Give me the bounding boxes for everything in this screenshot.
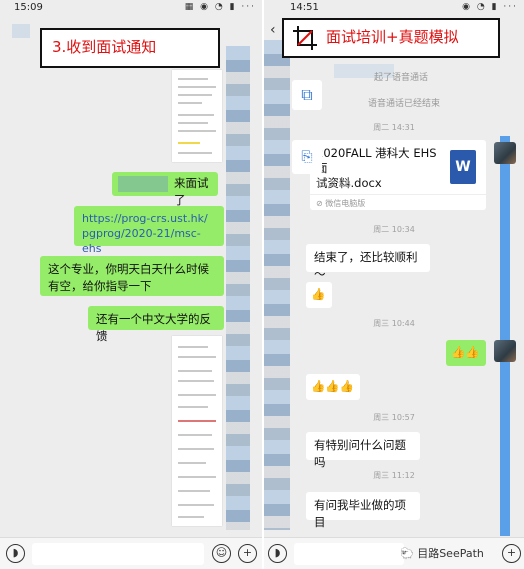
link-message[interactable]: https://prog-crs.ust.hk/ pgprog/2020-21/… bbox=[74, 206, 224, 255]
screenshot-icon[interactable]: ⧉ bbox=[292, 80, 322, 110]
email-screenshot-image[interactable] bbox=[172, 70, 222, 162]
voice-call-ended: 语音通话已经结束 bbox=[367, 99, 440, 109]
input-bar: ◗ 🐑 目路SeePath + bbox=[264, 537, 524, 569]
timestamp: 周三 10:44 bbox=[373, 319, 415, 328]
voice-icon[interactable]: ◗ bbox=[6, 544, 25, 563]
input-bar: ◗ ☺ + bbox=[0, 537, 262, 569]
file-source: ⊘ 微信电脑版 bbox=[316, 198, 365, 209]
sent-message[interactable]: 还有一个中文大学的反馈 bbox=[88, 306, 224, 343]
word-doc-icon: W bbox=[450, 150, 476, 184]
received-message[interactable]: 有特别问什么问题吗 bbox=[306, 432, 420, 469]
right-chat-screen: 14:51 ◉ ◔ ▮ ··· ‹ 起了语音通话 语音通话已经结束 ⧉ 周二 1… bbox=[264, 0, 524, 569]
voice-call-started: 起了语音通话 bbox=[374, 73, 429, 83]
timestamp: 周三 10:57 bbox=[373, 413, 415, 422]
status-bar: 14:51 ◉ ◔ ▮ ··· bbox=[264, 0, 524, 16]
blurred-contact-name bbox=[12, 24, 30, 38]
emoji-icon[interactable]: ☺ bbox=[212, 544, 231, 563]
timestamp: 周三 11:12 bbox=[373, 471, 415, 480]
file-name: 2020FALL 港科大 EHS 面 试资料.docx bbox=[316, 146, 437, 190]
blurred-avatar-column bbox=[226, 46, 250, 530]
annotation-label: 3.收到面试通知 bbox=[40, 28, 220, 68]
timestamp: 周二 10:34 bbox=[373, 225, 415, 234]
status-icons: ◉ ◔ ▮ ··· bbox=[462, 2, 518, 12]
avatar[interactable] bbox=[494, 340, 516, 362]
plus-icon[interactable]: + bbox=[502, 544, 521, 563]
message-text: 来面试了 bbox=[174, 176, 209, 207]
link-icon: ⊘ bbox=[316, 199, 326, 208]
back-icon[interactable]: ‹ bbox=[270, 22, 276, 38]
watermark: 🐑 目路SeePath bbox=[400, 547, 484, 560]
message-input[interactable] bbox=[32, 543, 204, 565]
received-message[interactable]: 有问我毕业做的项目 bbox=[306, 492, 420, 529]
blurred-avatar-column bbox=[264, 40, 290, 530]
crop-icon bbox=[290, 23, 320, 53]
file-source-text: 微信电脑版 bbox=[325, 199, 366, 208]
plus-icon[interactable]: + bbox=[238, 544, 257, 563]
file-size: 15.4 KB bbox=[316, 180, 351, 190]
annotation-label-2: 面试培训+真题模拟 bbox=[282, 18, 500, 58]
message-input[interactable] bbox=[294, 543, 404, 565]
annotation-text: 面试培训+真题模拟 bbox=[326, 28, 459, 46]
received-message[interactable]: 👍 bbox=[306, 282, 332, 308]
avatar[interactable] bbox=[494, 142, 516, 164]
file-card[interactable]: 2020FALL 港科大 EHS 面 试资料.docx 15.4 KB W ⊘ … bbox=[310, 140, 486, 210]
email-screenshot-image-2[interactable] bbox=[172, 336, 222, 526]
sent-message[interactable]: 来面试了 bbox=[112, 172, 218, 207]
status-icons: ▦ ◉ ◔ ▮ ··· bbox=[184, 2, 256, 12]
blurred-name bbox=[118, 176, 168, 192]
left-chat-screen: 15:09 ▦ ◉ ◔ ▮ ··· 来面试了 https://prog-crs.… bbox=[0, 0, 262, 569]
sent-message[interactable]: 这个专业，你明天白天什么时候有空，给你指导一下 bbox=[40, 256, 224, 296]
status-time: 14:51 bbox=[290, 2, 319, 13]
timestamp: 周二 14:31 bbox=[373, 123, 415, 132]
status-bar: 15:09 ▦ ◉ ◔ ▮ ··· bbox=[0, 0, 262, 16]
sent-message[interactable]: 👍👍 bbox=[446, 340, 486, 366]
received-message[interactable]: 👍👍👍 bbox=[306, 374, 360, 400]
status-time: 15:09 bbox=[14, 2, 43, 13]
scroll-indicator[interactable] bbox=[500, 136, 510, 536]
voice-icon[interactable]: ◗ bbox=[268, 544, 287, 563]
file-icon[interactable]: ⎘ bbox=[292, 140, 322, 174]
received-message[interactable]: 结束了，还比较顺利～ bbox=[306, 244, 430, 281]
blurred-caller bbox=[334, 64, 394, 78]
